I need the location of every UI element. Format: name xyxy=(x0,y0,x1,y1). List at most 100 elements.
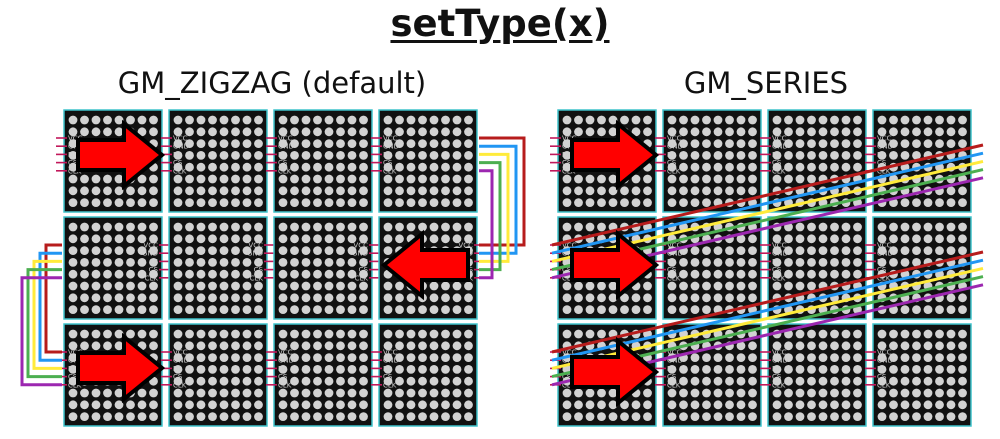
pin-label: CLK xyxy=(383,167,397,175)
pin-label: GND xyxy=(877,357,893,365)
pin-label: CLK xyxy=(562,274,576,282)
series-wire xyxy=(551,143,984,247)
pin-label: CS xyxy=(359,266,369,274)
pin-label: DI xyxy=(667,258,674,266)
zigzag-wire xyxy=(32,259,62,370)
zigzag-wire xyxy=(44,243,62,354)
pin-label: VCC xyxy=(667,135,682,143)
pin-label: CS xyxy=(877,159,887,167)
pin-label: CLK xyxy=(772,167,786,175)
pin-label: CS xyxy=(562,159,572,167)
matrix-module xyxy=(63,216,163,320)
pin-label: CLK xyxy=(173,381,187,389)
pin-label: GND xyxy=(142,250,158,258)
pin-label: VCC xyxy=(353,242,368,250)
direction-arrow xyxy=(570,119,660,191)
pin-label: CLK xyxy=(877,274,891,282)
pin-label: VCC xyxy=(383,135,398,143)
led-grid xyxy=(772,329,862,421)
pin-label: CLK xyxy=(772,381,786,389)
direction-arrow xyxy=(570,229,660,301)
pin-label: CLK xyxy=(667,381,681,389)
matrix-module xyxy=(872,109,972,213)
pin-label: CLK xyxy=(877,381,891,389)
pin-label: GND xyxy=(352,250,368,258)
matrix-module xyxy=(767,109,867,213)
zigzag-wire xyxy=(479,169,494,280)
pin-label: CS xyxy=(772,159,782,167)
pin-label: DI xyxy=(278,365,285,373)
pin-label: GND xyxy=(772,357,788,365)
pin-label: CS xyxy=(278,159,288,167)
zigzag-wire xyxy=(479,161,502,272)
arrows xyxy=(76,119,660,408)
pin-label: DI xyxy=(151,258,158,266)
matrix-module xyxy=(273,323,373,427)
zigzag-wires xyxy=(20,136,526,387)
zigzag-wire xyxy=(26,268,62,379)
pin-label: VCC xyxy=(772,135,787,143)
pin-label: GND xyxy=(772,143,788,151)
pin-label: CLK xyxy=(173,167,187,175)
led-grid xyxy=(667,115,757,208)
led-grid xyxy=(173,329,263,421)
pin-label: VCC xyxy=(458,242,473,250)
pin-label: CS xyxy=(772,266,782,274)
series-panel-title: GM_SERIES xyxy=(683,66,849,100)
pin-label: CLK xyxy=(772,274,786,282)
pin-label: GND xyxy=(173,357,189,365)
direction-arrow xyxy=(76,332,166,404)
pin-label: DI xyxy=(877,365,884,373)
pin-label: CLK xyxy=(250,274,264,282)
pin-label: VCC xyxy=(248,242,263,250)
zigzag-wire xyxy=(479,144,518,255)
led-grid xyxy=(877,329,967,421)
pin-label: VCC xyxy=(173,135,188,143)
led-grid xyxy=(278,329,368,421)
matrix-module xyxy=(168,216,268,320)
pin-label: GND xyxy=(667,250,683,258)
pin-label: DI xyxy=(772,365,779,373)
pin-label: CS xyxy=(254,266,264,274)
pin-label: CS xyxy=(562,373,572,381)
pin-label: CS xyxy=(149,266,159,274)
pin-label: CLK xyxy=(68,381,82,389)
led-grid xyxy=(383,115,473,208)
pin-label: CLK xyxy=(383,381,397,389)
pin-label: CLK xyxy=(877,167,891,175)
matrix-module xyxy=(168,323,268,427)
led-grid xyxy=(278,222,368,314)
matrix-module xyxy=(767,323,867,427)
pin-label: GND xyxy=(877,250,893,258)
matrix-module xyxy=(378,109,478,213)
led-grid xyxy=(772,222,862,314)
pin-label: GND xyxy=(278,357,294,365)
pin-label: VCC xyxy=(278,135,293,143)
pin-label: CLK xyxy=(562,381,576,389)
pin-label: DI xyxy=(383,151,390,159)
pin-label: CS xyxy=(383,159,393,167)
pin-label: CLK xyxy=(355,274,369,282)
pin-label: GND xyxy=(383,143,399,151)
matrix-module xyxy=(872,216,972,320)
pin-label: CS xyxy=(877,373,887,381)
direction-arrow xyxy=(570,336,660,408)
direction-arrow xyxy=(380,229,470,301)
led-grid xyxy=(68,222,158,314)
pin-label: CS xyxy=(772,373,782,381)
pin-label: DI xyxy=(173,365,180,373)
pin-label: GND xyxy=(173,143,189,151)
pin-label: DI xyxy=(256,258,263,266)
pin-label: DI xyxy=(562,365,569,373)
matrix-module xyxy=(273,216,373,320)
pin-label: VCC xyxy=(877,349,892,357)
pin-label: CS xyxy=(68,159,78,167)
pin-label: VCC xyxy=(562,242,577,250)
